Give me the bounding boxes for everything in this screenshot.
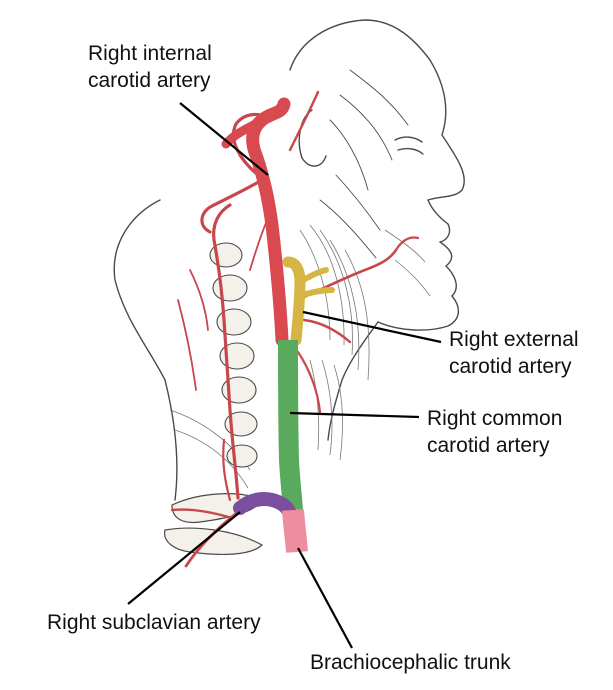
leader-external <box>302 310 442 344</box>
label-line: carotid artery <box>449 355 572 378</box>
internal-carotid-artery <box>246 97 291 347</box>
leader-brachio <box>297 547 353 649</box>
leader-common <box>289 411 420 419</box>
label-line: carotid artery <box>88 69 211 92</box>
head-outline <box>113 19 465 501</box>
neck-tissue-hatching <box>169 224 431 489</box>
brachiocephalic-trunk <box>282 509 308 553</box>
label-line: Right internal <box>88 42 212 65</box>
external-carotid-artery <box>282 256 306 346</box>
label-line: Brachiocephalic trunk <box>310 651 511 674</box>
external-carotid-branches <box>297 267 335 299</box>
leader-lines <box>127 102 442 649</box>
label-line: Right common <box>427 407 563 430</box>
label-right-external-carotid: Right external carotid artery <box>449 326 579 380</box>
leader-internal <box>179 102 269 176</box>
label-line: Right subclavian artery <box>47 611 261 634</box>
label-line: Right external <box>449 328 579 351</box>
label-right-subclavian: Right subclavian artery <box>47 609 261 636</box>
label-right-internal-carotid: Right internal carotid artery <box>88 40 212 94</box>
common-carotid-artery <box>278 339 303 511</box>
label-right-common-carotid: Right common carotid artery <box>427 405 562 459</box>
internal-carotid-siphon <box>221 115 267 149</box>
label-line: carotid artery <box>427 434 550 457</box>
leader-subclavian <box>127 511 241 605</box>
label-brachiocephalic-trunk: Brachiocephalic trunk <box>310 649 511 676</box>
